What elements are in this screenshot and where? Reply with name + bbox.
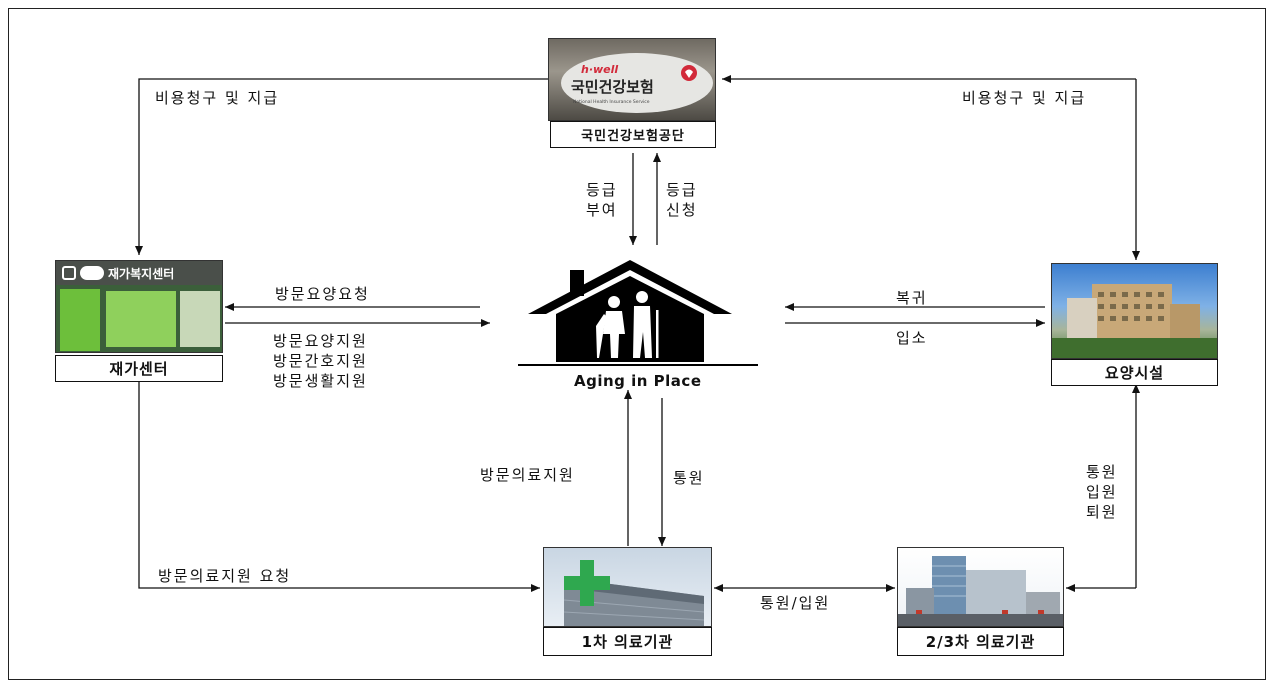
- grade-apply-line: 등급: [666, 181, 698, 199]
- aging-in-place-house-icon: [518, 260, 758, 366]
- grade-grant-text: 등급 부여: [586, 180, 618, 220]
- home-center-door: [180, 291, 220, 347]
- facility-hospital-line: 퇴원: [1086, 503, 1118, 521]
- nhis-logo-text: 국민건강보험: [571, 78, 654, 96]
- facility-hospital-text: 통원 입원 퇴원: [1086, 462, 1118, 522]
- home-services-text: 방문요양지원 방문간호지원 방문생활지원: [273, 331, 368, 391]
- outpatient-text: 통원: [673, 469, 705, 487]
- nhis-photo: h·well 국민건강보험 National Health Insurance …: [548, 38, 716, 121]
- billing-left-text: 비용청구 및 지급: [155, 89, 280, 107]
- home-sign-circle-icon: [80, 266, 104, 280]
- hospital-photo: [897, 547, 1064, 627]
- billing-right-text: 비용청구 및 지급: [962, 89, 1087, 107]
- nhis-label: 국민건강보험공단: [550, 121, 716, 148]
- facility-hospital-line: 통원: [1086, 463, 1118, 481]
- home-service-line: 방문생활지원: [273, 372, 368, 390]
- aging-in-place-caption: Aging in Place: [574, 372, 702, 390]
- hospital-label: 2/3차 의료기관: [897, 627, 1064, 656]
- home-center-sign: 재가복지센터: [56, 261, 222, 285]
- green-cross-icon: [564, 560, 610, 606]
- home-center-window: [60, 289, 100, 351]
- admission-text: 입소: [896, 329, 928, 347]
- care-facility-photo: [1051, 263, 1218, 359]
- home-center-photo: 재가복지센터: [55, 260, 223, 353]
- home-service-line: 방문간호지원: [273, 352, 368, 370]
- hospital-building: [898, 556, 1063, 626]
- home-center-poster: [106, 291, 176, 347]
- primary-clinic-building: [563, 560, 705, 626]
- care-facility-label: 요양시설: [1051, 359, 1218, 386]
- primary-clinic-label: 1차 의료기관: [543, 627, 712, 656]
- facility-hospital-line: 입원: [1086, 483, 1118, 501]
- nhis-logo-subtext: National Health Insurance Service: [573, 99, 650, 105]
- nhis-stone-sign: h·well 국민건강보험 National Health Insurance …: [561, 53, 713, 113]
- return-text: 복귀: [896, 289, 928, 307]
- visit-care-request-text: 방문요양요청: [275, 285, 370, 303]
- home-center-label: 재가센터: [55, 355, 223, 382]
- grade-apply-line: 신청: [666, 201, 698, 219]
- outpatient-admission-text: 통원/입원: [760, 594, 831, 612]
- grade-grant-line: 등급: [586, 181, 618, 199]
- grade-apply-text: 등급 신청: [666, 180, 698, 220]
- diagram-frame: [8, 8, 1266, 680]
- home-service-line: 방문요양지원: [273, 332, 368, 350]
- visit-medical-text: 방문의료지원: [480, 466, 575, 484]
- nhis-brand-text: h·well: [581, 63, 618, 76]
- visit-medical-request-arrow: [138, 382, 540, 592]
- home-sign-icon: [62, 266, 76, 280]
- grade-grant-line: 부여: [586, 201, 618, 219]
- visit-medical-request-text: 방문의료지원 요청: [158, 567, 292, 585]
- billing-left-arrow: [135, 78, 548, 255]
- care-facility-building: [1052, 284, 1217, 358]
- home-center-sign-text: 재가복지센터: [108, 266, 175, 281]
- primary-clinic-photo: [543, 547, 712, 627]
